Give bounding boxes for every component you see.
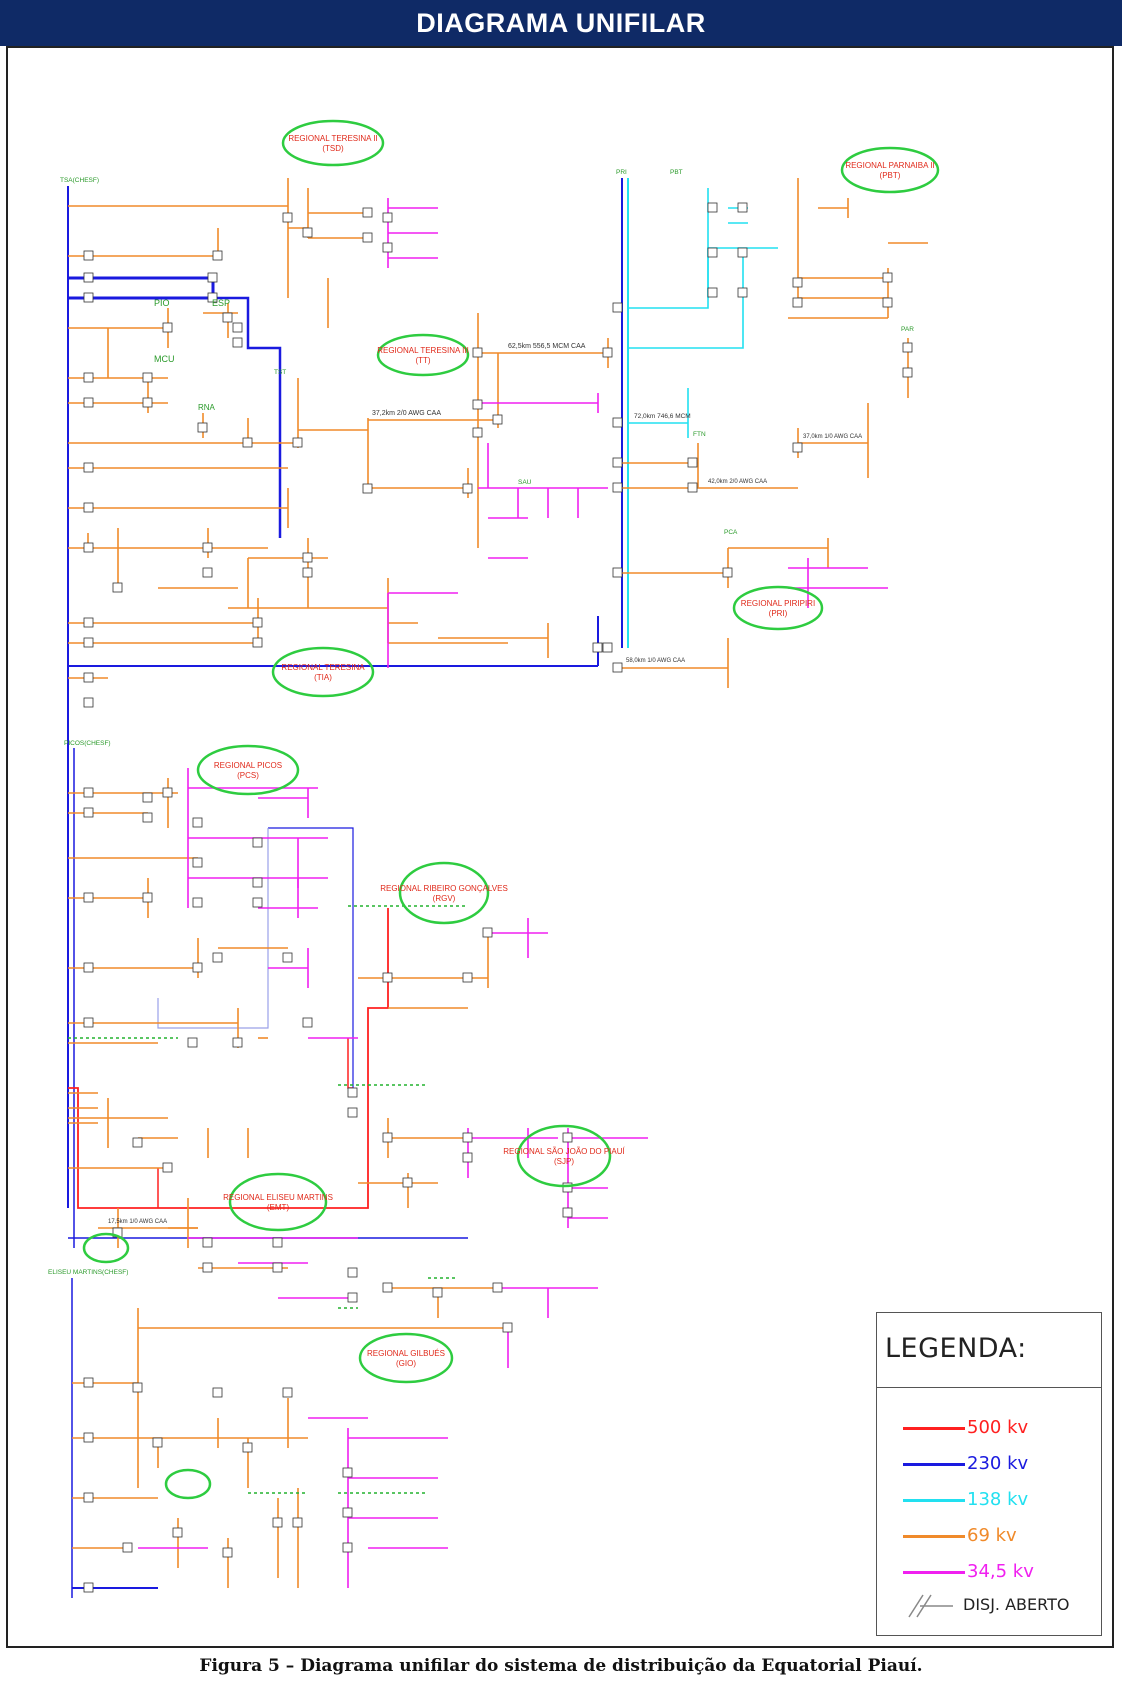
line-label: 42,0km 2/0 AWG CAA: [708, 479, 767, 485]
line-label: 72,0km 746,6 MCM: [634, 413, 691, 420]
bus-label: PAR: [901, 326, 914, 333]
line-label: 37,2km 2/0 AWG CAA: [372, 410, 441, 417]
bus-label: PIO: [154, 298, 170, 308]
legend-item-230kv: 230 kv: [903, 1453, 1093, 1477]
legend-item-69kv: 69 kv: [903, 1525, 1093, 1549]
bus-label: PCA: [724, 529, 738, 536]
header-title: DIAGRAMA UNIFILAR: [416, 8, 706, 38]
region-code: (PRI): [769, 609, 788, 618]
legend: LEGENDA: 500 kv 230 kv 138 kv 69 kv 34,5…: [876, 1312, 1102, 1636]
legend-swatch: [903, 1499, 965, 1502]
legend-label: 138 kv: [967, 1489, 1029, 1510]
open-breaker-icon: [908, 1594, 953, 1618]
bus-label: PBT: [670, 169, 683, 176]
bus-label: TSA(CHESF): [60, 177, 99, 184]
region-code: (PBT): [880, 171, 901, 180]
line-label: 58,0km 1/0 AWG CAA: [626, 658, 685, 664]
figure-caption: Figura 5 – Diagrama unifilar do sistema …: [199, 1656, 923, 1676]
region-label: REGIONAL RIBEIRO GONÇALVES: [380, 884, 508, 893]
page-header: DIAGRAMA UNIFILAR: [0, 0, 1122, 46]
bus-label: MCU: [154, 354, 175, 364]
bus-label: FTN: [693, 431, 706, 438]
bus-label: SAU: [518, 479, 532, 486]
legend-swatch: [903, 1571, 965, 1574]
region-label: REGIONAL TERESINA: [281, 663, 365, 672]
region-code: (GIO): [396, 1359, 416, 1368]
region-code: (RGV): [433, 894, 456, 903]
region-code: (TT): [415, 356, 430, 365]
region-label: REGIONAL PIRIPIRI: [741, 599, 815, 608]
legend-label: 230 kv: [967, 1453, 1029, 1474]
region-code: (EMT): [267, 1203, 290, 1212]
legend-item-138kv: 138 kv: [903, 1489, 1093, 1513]
bus-label: ESP: [212, 298, 230, 308]
bus-label: PICOS(CHESF): [64, 740, 111, 747]
legend-title: LEGENDA:: [885, 1333, 1027, 1364]
legend-label: DISJ. ABERTO: [963, 1595, 1070, 1614]
legend-swatch: [903, 1427, 965, 1430]
legend-label: 69 kv: [967, 1525, 1017, 1546]
region-label: REGIONAL TERESINA III: [377, 346, 469, 355]
legend-label: 34,5 kv: [967, 1561, 1034, 1582]
bus-label: TST: [274, 369, 286, 376]
region-code: (PCS): [237, 771, 259, 780]
bus-label: ELISEU MARTINS(CHESF): [48, 1269, 128, 1276]
region-code: (SJP): [554, 1157, 574, 1166]
bus-label: PRI: [616, 169, 627, 176]
legend-divider: [877, 1387, 1101, 1388]
line-label: 37,0km 1/0 AWG CAA: [803, 434, 862, 440]
region-label: REGIONAL TERESINA II: [288, 134, 377, 143]
region-label: REGIONAL ELISEU MARTINS: [223, 1193, 333, 1202]
region-code: (TIA): [314, 673, 332, 682]
legend-item-500kv: 500 kv: [903, 1417, 1093, 1441]
line-label: 17,5km 1/0 AWG CAA: [108, 1219, 167, 1225]
line-label: 62,5km 556,5 MCM CAA: [508, 343, 586, 350]
bus-label: RNA: [198, 403, 216, 412]
region-code: (TSD): [322, 144, 344, 153]
single-line-diagram: REGIONAL TERESINA II (TSD) REGIONAL TERE…: [48, 119, 940, 1598]
legend-item-34kv: 34,5 kv: [903, 1561, 1093, 1585]
region-label: REGIONAL SÃO JOÃO DO PIAUÍ: [503, 1147, 625, 1156]
legend-swatch: [903, 1535, 965, 1538]
region-label: REGIONAL GILBUÉS: [367, 1349, 445, 1358]
legend-swatch: [903, 1463, 965, 1466]
legend-label: 500 kv: [967, 1417, 1029, 1438]
legend-item-open-breaker: DISJ. ABERTO: [903, 1594, 1093, 1619]
region-label: REGIONAL PICOS: [214, 761, 282, 770]
region-label: REGIONAL PARNAIBA II: [845, 161, 934, 170]
